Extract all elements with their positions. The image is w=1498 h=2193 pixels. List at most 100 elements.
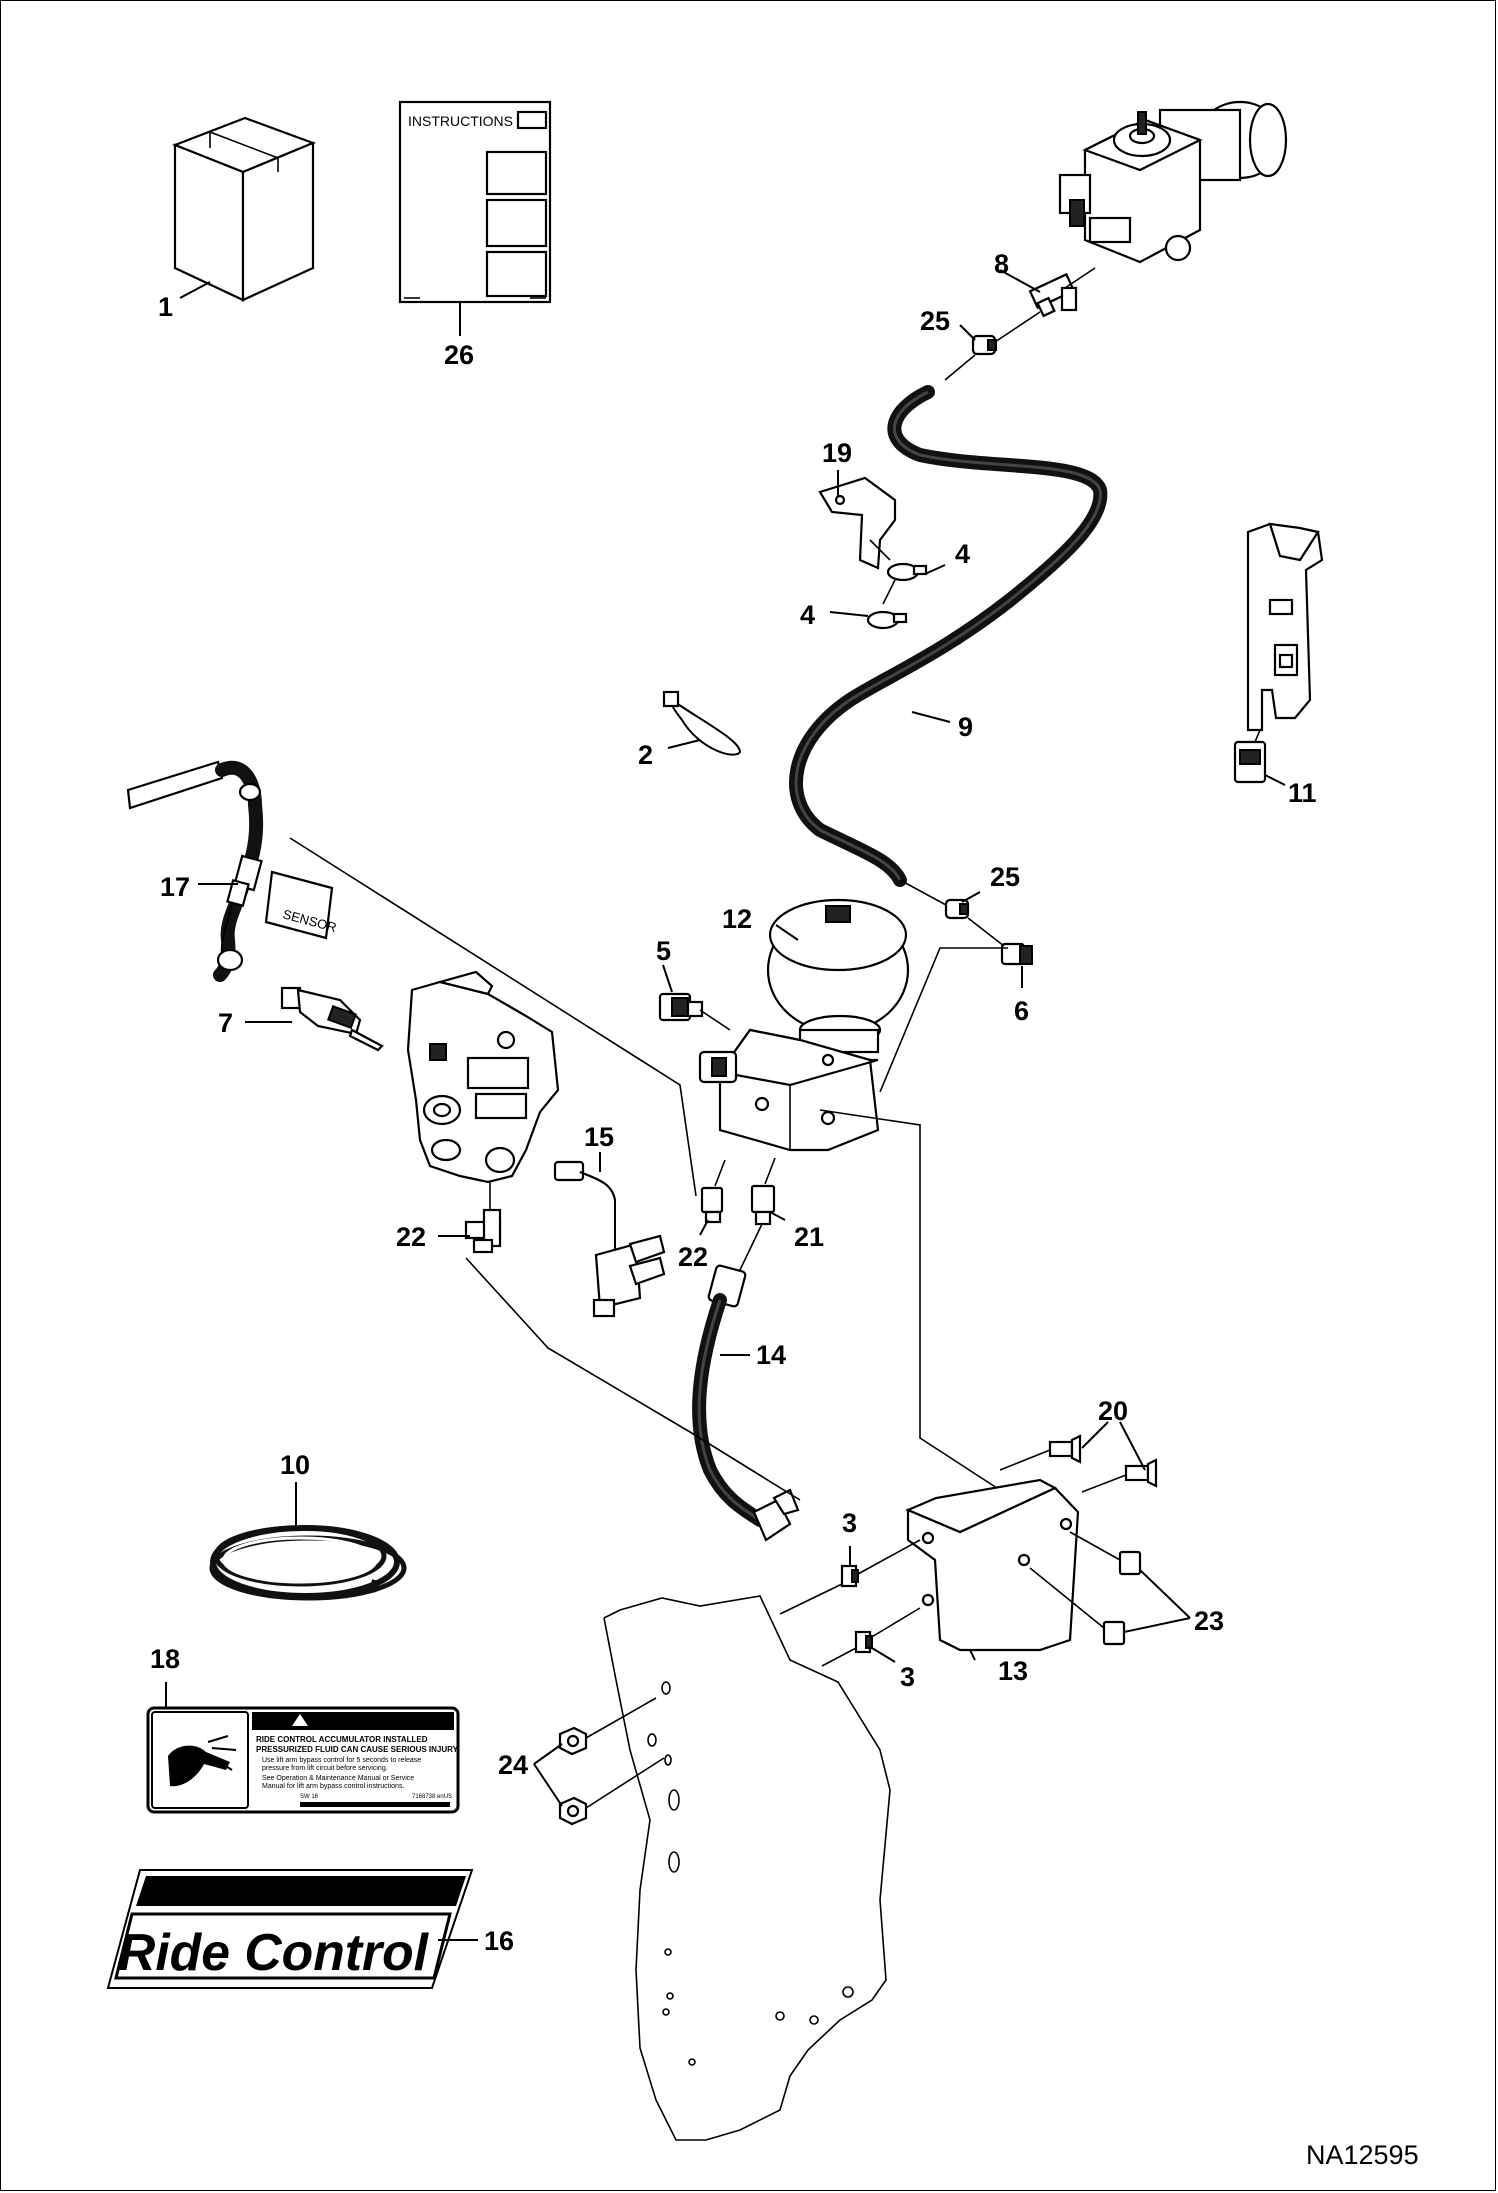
kit-box [171,116,317,302]
callout-22-left: 22 [396,1222,426,1252]
leader-24a [533,1743,563,1765]
leader-12 [775,924,799,941]
warning-code-right: 7168738 enUS [412,1794,452,1800]
solenoid [280,986,384,1052]
leader-13 [969,1649,976,1661]
callout-17: 17 [160,872,190,902]
connector-block-22 [714,1159,726,1187]
callout-18: 18 [150,1644,180,1674]
connector-bracket-clamp [869,539,891,561]
wire-harness: SENSOR [126,760,338,982]
warning-triangle-icon [292,1714,308,1726]
leader-25b [961,891,981,903]
leader-23b [1123,1617,1191,1633]
callout-20: 20 [1098,1396,1128,1426]
connector-21-hose [739,1223,763,1271]
warning-bullet1b: pressure from lift circuit before servic… [262,1765,388,1772]
drawing-reference-number: NA12595 [1306,2140,1419,2170]
routing-line-6 [879,947,1008,1093]
leader-4b [829,611,869,617]
connector-clamp-elbow [967,917,1005,947]
connector-24a [585,1697,657,1739]
callout-4-upper: 4 [955,539,970,569]
injury-hand-icon [168,1745,230,1787]
bolts-23 [1102,1550,1142,1646]
bolts-20 [1048,1434,1158,1488]
hose-clamp-lower [944,898,970,920]
ride-control-decal: AUTOMATIC Ride Control [106,1869,474,1989]
callout-16: 16 [484,1926,514,1956]
leader-20b [1119,1421,1146,1471]
callout-21: 21 [794,1222,824,1252]
connector-tee-clamp [994,311,1041,343]
connector-20a [999,1449,1051,1471]
tee-fitting [1028,272,1078,318]
warning-bullet2b: Manual for lift arm bypass control instr… [262,1783,404,1790]
clamp-4-upper [886,562,928,582]
callout-14: 14 [756,1340,786,1370]
callout-26: 26 [444,340,474,370]
clip-3-upper [840,1564,859,1588]
connector-block-21 [764,1157,776,1185]
routing-line-17 [289,837,697,1197]
accumulator [718,898,910,1152]
nuts-24 [558,1726,588,1826]
hose-14 [692,1264,800,1542]
warning-code-left: SW 16 [300,1794,319,1800]
leader-8 [999,269,1041,293]
callout-24: 24 [498,1750,528,1780]
leader-23a [1139,1569,1191,1619]
machine-frame-panel [603,1595,891,2141]
callout-8: 8 [994,249,1009,279]
callout-11: 11 [1288,778,1317,808]
callout-labels: 1 26 8 25 19 4 4 2 9 11 17 25 12 5 6 7 1… [150,249,1317,1956]
connector-3b-left [821,1647,857,1667]
leader-2 [667,739,701,749]
callout-2: 2 [638,740,653,770]
callout-4-lower: 4 [800,600,815,630]
connector-24b [585,1757,665,1809]
mounting-bracket [905,1478,1080,1652]
connector-hose-clamp [899,879,947,906]
connector-clamps [882,579,896,605]
leader-20a [1081,1421,1109,1449]
connector-clamp-hose [944,354,976,381]
callout-1: 1 [158,292,173,322]
callout-13: 13 [998,1656,1028,1686]
hydraulic-pump [1058,100,1288,264]
leader-22b [699,1219,709,1236]
block-sensor [698,1050,738,1084]
fitting-22-right [700,1186,724,1224]
callout-3-lower: 3 [900,1662,915,1692]
leader-9 [911,711,951,723]
connector-20b [1081,1474,1127,1493]
callout-6: 6 [1014,996,1029,1026]
connector-3b [869,1607,921,1639]
leader-24b [533,1763,563,1807]
warning-line1: RIDE CONTROL ACCUMULATOR INSTALLED [256,1735,428,1744]
leader-5 [662,964,673,993]
callout-25-top: 25 [920,306,950,336]
control-valve [406,970,560,1184]
callout-22-right: 22 [678,1242,708,1272]
switch-panel [1246,522,1324,732]
callout-12: 12 [722,904,752,934]
callout-23: 23 [1194,1606,1224,1636]
callout-5: 5 [656,936,671,966]
tube-15 [553,1160,666,1318]
callout-25-lower: 25 [990,862,1020,892]
instructions-title: INSTRUCTIONS [408,113,513,129]
leader-4a [924,564,946,575]
leader-1 [179,281,211,299]
connector-3a [857,1539,921,1575]
connector-3a-left [779,1583,843,1615]
fitting-21 [750,1184,776,1226]
leader-21 [769,1211,786,1221]
callout-10: 10 [280,1450,310,1480]
clamp-4-lower [866,610,908,630]
cable-tie [662,690,742,756]
warning-line2: PRESSURIZED FLUID CAN CAUSE SERIOUS INJU… [256,1745,459,1754]
connector-23b [1029,1567,1105,1629]
